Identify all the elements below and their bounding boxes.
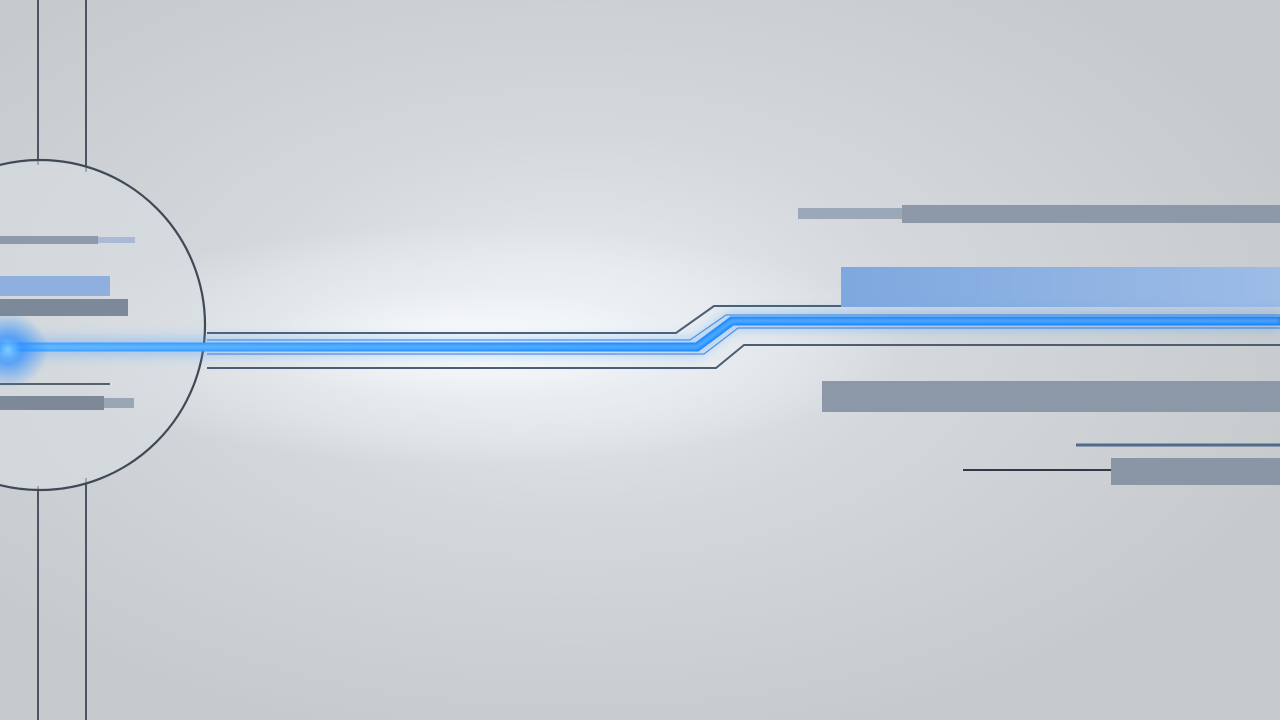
- circle-bar-1: [0, 236, 98, 244]
- circle-bar-2: [0, 276, 110, 296]
- circle-bars: [0, 236, 135, 410]
- beam-edge-bottom: [207, 327, 1280, 355]
- circle-bar-1-tip: [98, 237, 135, 243]
- beam-edge-top: [207, 314, 1280, 341]
- right-bar-blue: [841, 267, 1280, 307]
- right-bar-1: [902, 205, 1280, 223]
- data-bars: [798, 205, 1280, 485]
- right-bar-3: [1111, 458, 1280, 485]
- light-beam: [0, 312, 1280, 356]
- trace-lower: [207, 344, 1280, 369]
- right-bar-1-lead: [798, 208, 908, 219]
- circle-bar-4: [0, 396, 104, 410]
- beam-core: [0, 320, 1280, 348]
- right-bar-2: [822, 381, 1280, 412]
- light-source-flare: [0, 312, 48, 388]
- circle-bar-4-tip: [104, 398, 134, 408]
- circle-bar-3: [0, 299, 128, 316]
